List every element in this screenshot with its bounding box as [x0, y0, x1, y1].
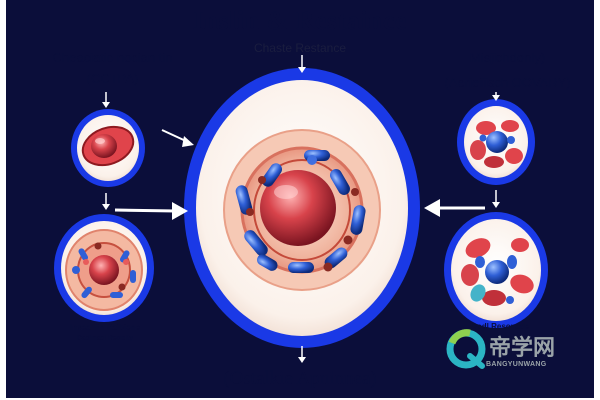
- left-bottom-label-line2: Cadinacl Resolty: [76, 335, 134, 342]
- bottom-right-cell: [444, 212, 548, 328]
- right-top-label-line2: (Aerieiiisch OOVARY): [444, 75, 571, 90]
- right-top-label-line1: Misjichdonly): [469, 50, 546, 65]
- top-left-cell: [71, 109, 145, 187]
- arrow-left-to-center: [114, 208, 177, 213]
- receptor-cluster: [235, 150, 366, 273]
- left-top-label-line2: (CCTPA): [86, 71, 139, 86]
- watermark-logo: [446, 329, 486, 369]
- diagram-title: Inslin & Restaince: [192, 6, 408, 35]
- central-cell: [184, 68, 420, 348]
- left-top-label-line1: Cheaciatic nocian tin: [52, 50, 173, 65]
- bottom-left-cell: [54, 214, 154, 322]
- left-bottom-label-line1: Insealliin Raibiene: [70, 323, 140, 332]
- top-right-cell: [457, 99, 535, 185]
- diagram-subtitle: Chaste Restance: [253, 41, 347, 55]
- arrows: [102, 55, 500, 363]
- bottom-caption: (Ostalkie Apninnea): [223, 368, 377, 389]
- right-bottom-label: Oodl Resonade: [470, 322, 530, 331]
- watermark-name: 帝学网: [489, 336, 556, 361]
- watermark-url: BANGYUNWANG: [486, 361, 547, 368]
